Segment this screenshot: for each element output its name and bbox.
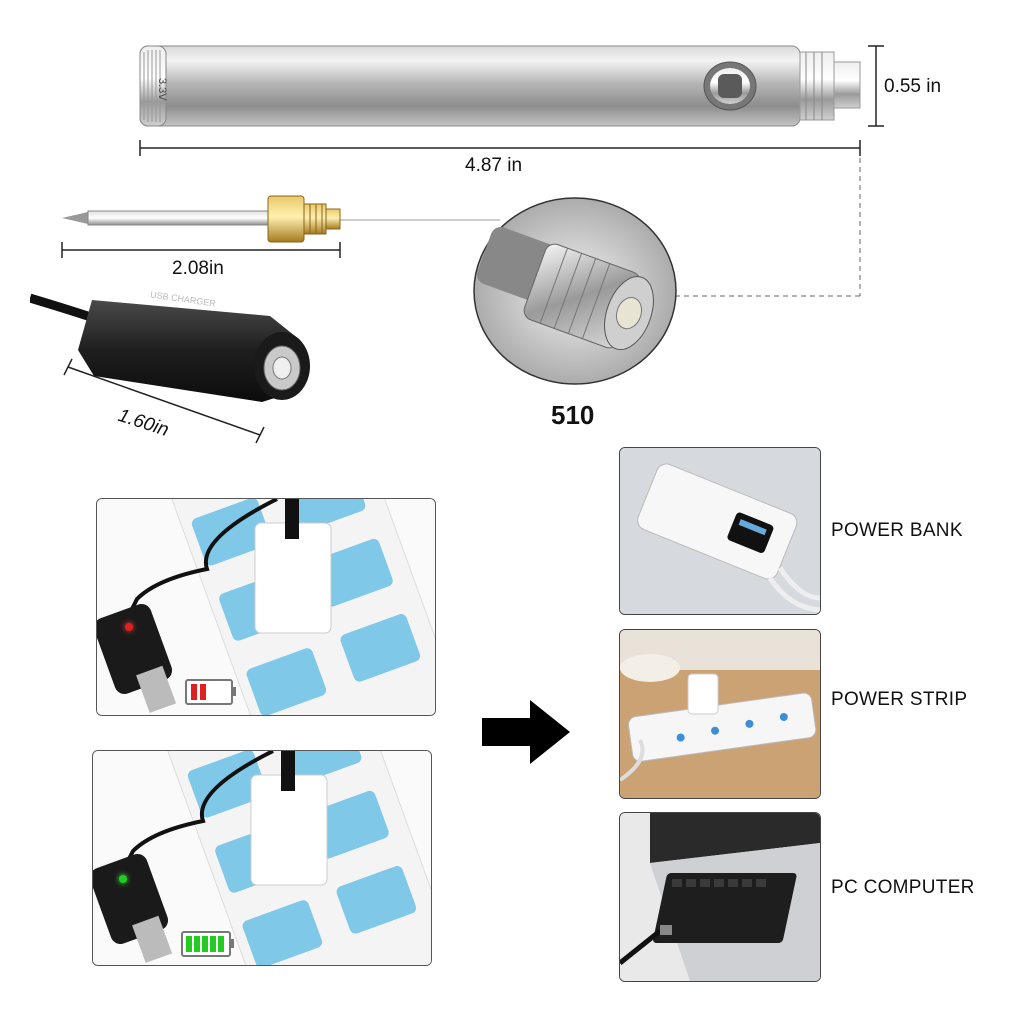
right-arrow-icon [482, 700, 572, 764]
power-bank-label: POWER BANK [831, 520, 963, 541]
power-strip-label: POWER STRIP [831, 689, 968, 710]
thread-zoom-circle [472, 196, 678, 386]
soldering-tip-figure [58, 192, 348, 248]
tip-length-label: 2.08in [172, 258, 224, 279]
power-strip-photo [619, 629, 821, 799]
charged-status-panel [92, 750, 432, 966]
battery-figure: 3.3V [130, 38, 870, 138]
power-bank-photo [619, 447, 821, 615]
pc-computer-photo [619, 812, 821, 982]
battery-low-icon [185, 679, 236, 705]
charging-led-green [119, 875, 127, 883]
charging-led-red [125, 623, 133, 631]
charger-dimension-line [63, 358, 265, 444]
charging-status-panel [96, 498, 436, 716]
usb-charger-figure: USB CHARGER [30, 280, 320, 410]
pc-computer-label: PC COMPUTER [831, 877, 975, 898]
thread-size-label: 510 [551, 400, 595, 430]
length-dimension-label: 4.87 in [465, 155, 523, 176]
battery-full-icon [181, 931, 234, 957]
diameter-dimension-label: 0.55 in [884, 76, 942, 97]
battery-dimension-lines [61, 45, 884, 297]
